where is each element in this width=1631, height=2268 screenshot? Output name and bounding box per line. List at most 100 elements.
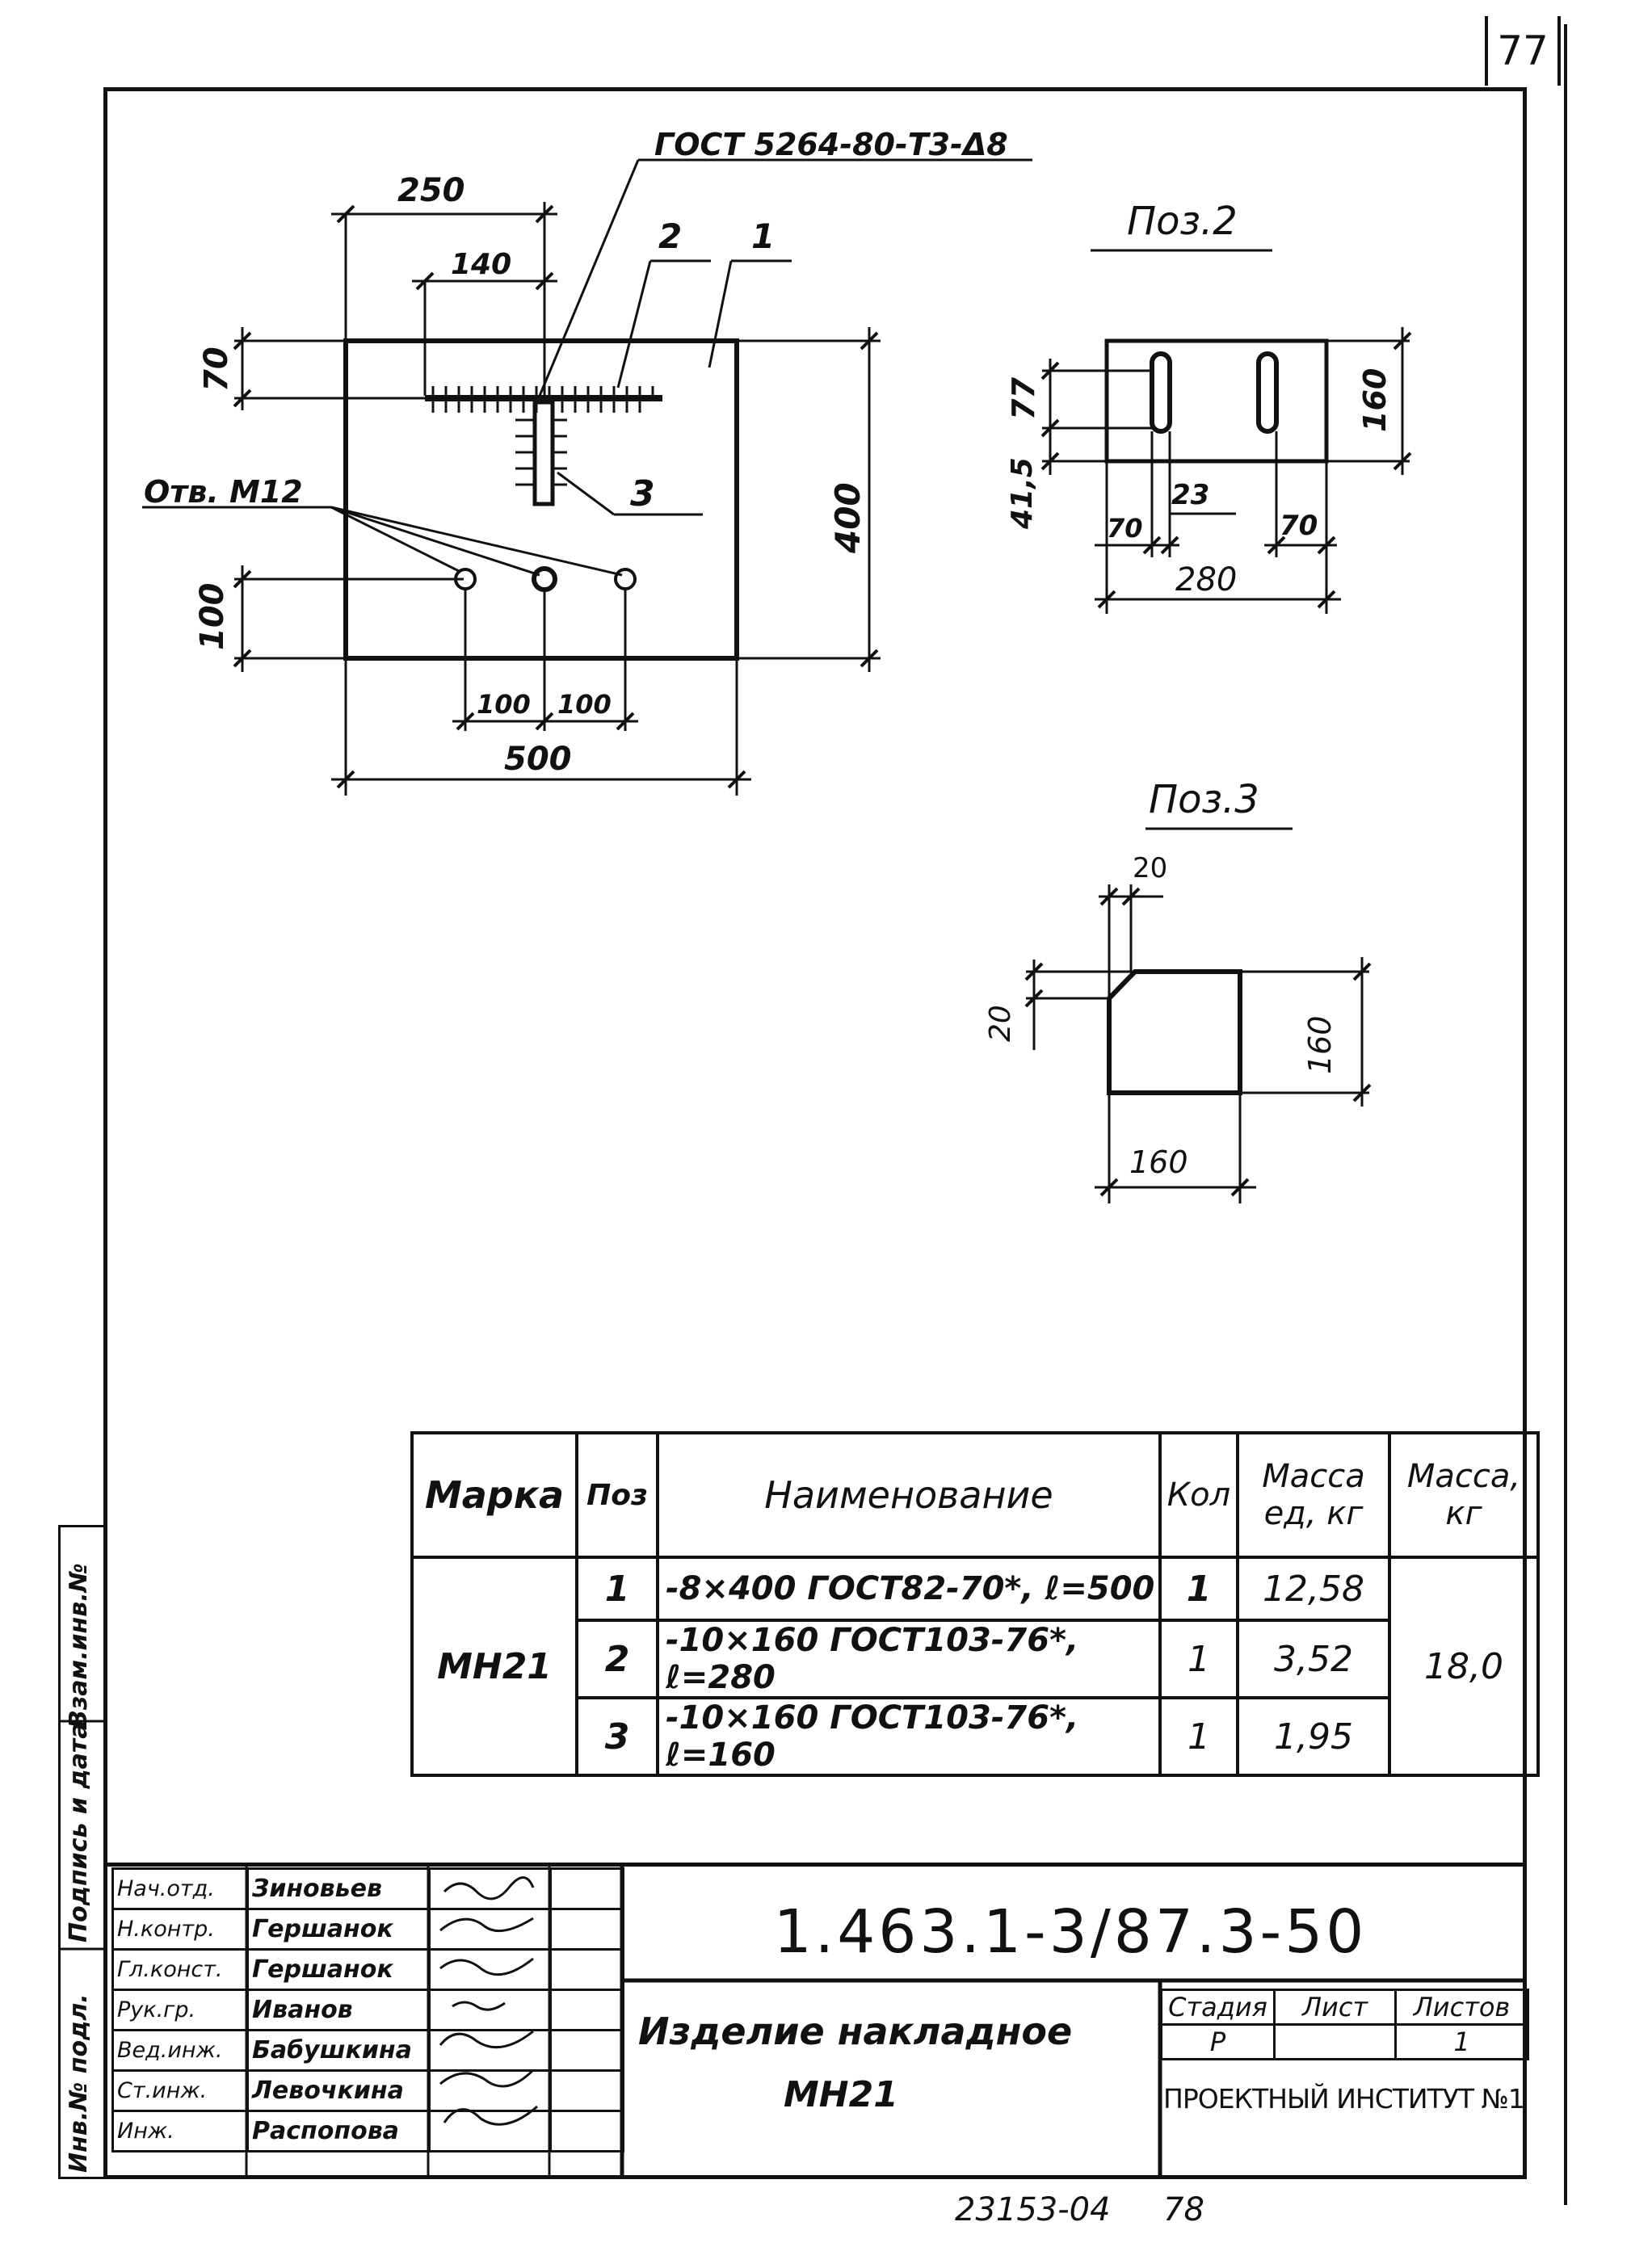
stage-table: Стадия Лист Листов Р 1 [1160,1989,1529,2060]
row-unit-mass: 1,95 [1236,1696,1391,1777]
date-cell [549,1948,624,1991]
dim-100-spacing-b: 100 [557,689,612,720]
dim-400: 400 [828,482,868,553]
pos3-title: Поз.3 [1149,777,1259,822]
signature-row: Нач.отд.Зиновьев [111,1867,624,1910]
person-name: Иванов [246,1989,431,2031]
hole-center [532,566,557,592]
pos2-dim-160: 160 [1357,368,1393,432]
person-name: Гершанок [246,1948,431,1991]
role-cell: Ст.инж. [111,2069,249,2112]
stage-value: Р [1160,2023,1276,2060]
specification-table: Марка Поз Наименование Кол Масса ед, кг … [410,1431,1540,1777]
part-pos3 [1107,969,1242,1095]
header-name: Наименование [656,1431,1162,1559]
slot-right [1256,351,1279,434]
document-code: 1.463.1-3/87.3-50 [773,1897,1368,1967]
dim-70: 70 [198,346,235,392]
row-pos: 3 [575,1696,659,1777]
sheets-value: 1 [1394,2023,1529,2060]
dim-250: 250 [397,172,465,209]
header-qty: Кол [1158,1431,1239,1559]
row-pos: 1 [575,1556,659,1622]
header-mark: Марка [410,1431,578,1559]
pos3-dim-160-bottom: 160 [1129,1144,1188,1180]
mark-cell: МН21 [410,1556,578,1777]
footer-page-number: 78 [1163,2191,1204,2228]
row-unit-mass: 3,52 [1236,1619,1391,1699]
pos2-dim-280: 280 [1175,561,1238,598]
side-inv-orig-label: Инв.№ подл. [65,1993,93,2173]
pos2-dim-77: 77 [1006,377,1041,420]
signature-row: Вед.инж.Бабушкина [111,2029,624,2072]
role-cell: Рук.гр. [111,1989,249,2031]
table-row: 3 -10×160 ГОСТ103-76*, ℓ=160 1 1,95 [412,1696,1538,1777]
pos-3-callout: 3 [630,473,655,514]
weld-hatch-vert [515,418,567,486]
signature-row: Ст.инж.Левочкина [111,2069,624,2112]
sheets-header: Листов [1394,1989,1529,2026]
role-cell: Инж. [111,2110,249,2152]
side-interchange-label: Взам.инв.№ [65,1563,93,1728]
pos3-dim-160-right: 160 [1302,1015,1338,1074]
pos-2-callout: 2 [658,216,683,256]
institute-name: ПРОЕКТНЫЙ ИНСТИТУТ №1 [1163,2083,1525,2115]
pos2-title: Поз.2 [1127,199,1238,244]
hole-right [614,568,637,590]
spec-header-row: Марка Поз Наименование Кол Масса ед, кг … [410,1431,1540,1559]
date-cell [549,1989,624,2031]
dim-500: 500 [504,741,572,778]
row-qty: 1 [1158,1619,1239,1699]
person-name: Распопова [246,2110,431,2152]
row-qty: 1 [1158,1696,1239,1777]
drawing-frame [103,87,1527,2179]
signature-table: Нач.отд.Зиновьев Н.контр.Гершанок Гл.кон… [111,1867,624,2152]
role-cell: Нач.отд. [111,1867,249,1910]
side-stamp-column [58,1525,103,2179]
signature-row: Н.контр.Гершанок [111,1908,624,1951]
signature-cell [428,1908,552,1951]
title-block [103,1863,1527,2179]
dim-100: 100 [194,582,231,651]
table-row: 2 -10×160 ГОСТ103-76*, ℓ=280 1 3,52 [412,1619,1538,1699]
signature-cell [428,1948,552,1991]
pos2-dim-70-left: 70 [1107,513,1143,544]
sheet-header: Лист [1273,1989,1397,2026]
sheet-edge-line [1564,24,1567,2205]
table-row: МН21 1 -8×400 ГОСТ82-70*, ℓ=500 1 12,58 … [410,1556,1540,1777]
person-name: Зиновьев [246,1867,431,1910]
date-cell [549,1867,624,1910]
total-mass-cell: 18,0 [1388,1556,1540,1777]
date-cell [549,2069,624,2112]
header-mass: Масса, кг [1388,1431,1540,1559]
signature-cell [428,2029,552,2072]
signature-scribbles [439,1876,538,2126]
person-name: Левочкина [246,2069,431,2112]
dim-100-spacing-a: 100 [477,689,531,720]
plate-pos1 [343,338,739,661]
slot-left [1150,351,1172,434]
pos2-dim-23: 23 [1171,479,1210,511]
header-unit-mass: Масса ед, кг [1236,1431,1391,1559]
date-cell [549,1908,624,1951]
signature-cell [428,2069,552,2112]
side-stamp-lines [58,1720,103,1951]
footer-order-number: 23153-04 [955,2191,1111,2228]
pos2-dim-41-5: 41,5 [1006,457,1039,529]
row-name: -10×160 ГОСТ103-76*, ℓ=160 [656,1696,1162,1777]
product-name-line1: Изделие накладное [638,2010,1073,2053]
row-pos: 2 [575,1619,659,1699]
person-name: Гершанок [246,1908,431,1951]
date-cell [549,2029,624,2072]
pos3-dim-20-top: 20 [1133,852,1168,884]
part-pos2 [1104,338,1329,464]
row-name: -8×400 ГОСТ82-70*, ℓ=500 [656,1556,1162,1622]
signature-row: Рук.гр.Иванов [111,1989,624,2031]
weld-note: ГОСТ 5264-80-Т3-Δ8 [654,127,1008,162]
rib-pos3 [532,400,555,506]
side-sign-date-label: Подпись и дата [65,1722,93,1942]
sheet-value [1273,2023,1397,2060]
signature-row: Инж.Распопова [111,2110,624,2152]
dim-140: 140 [451,248,512,281]
stage-header: Стадия [1160,1989,1276,2026]
